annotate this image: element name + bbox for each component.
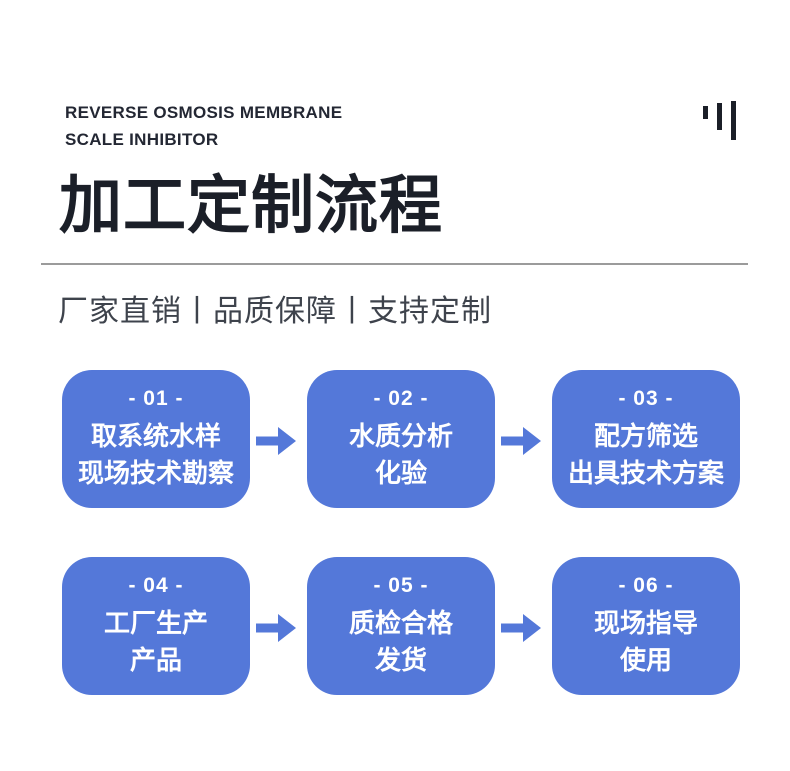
arrow-right-icon (501, 427, 541, 455)
divider-line (41, 263, 748, 265)
step-card-02: - 02 - 水质分析 化验 (307, 370, 495, 508)
tagline: 厂家直销丨品质保障丨支持定制 (58, 295, 492, 328)
step-line: 产品 (129, 644, 182, 675)
arrow-right-icon (501, 614, 541, 642)
step-line: 取系统水样 (90, 420, 221, 451)
english-subtitle: REVERSE OSMOSIS MEMBRANE SCALE INHIBITOR (65, 99, 342, 153)
step-number: - 04 - (128, 573, 184, 597)
page-title: 加工定制流程 (59, 171, 443, 241)
english-subtitle-line2: SCALE INHIBITOR (65, 130, 219, 149)
step-line: 工厂生产 (103, 607, 208, 638)
step-number: - 02 - (373, 386, 429, 410)
step-line: 发货 (374, 644, 427, 675)
step-number: - 01 - (128, 386, 184, 410)
step-line: 现场指导 (593, 607, 698, 638)
step-line: 配方筛选 (593, 420, 698, 451)
quote-bars-icon (703, 101, 736, 140)
step-line: 出具技术方案 (567, 457, 724, 488)
step-line: 化验 (374, 457, 427, 488)
arrow-right-icon (256, 427, 296, 455)
step-card-03: - 03 - 配方筛选 出具技术方案 (552, 370, 740, 508)
step-card-01: - 01 - 取系统水样 现场技术勘察 (62, 370, 250, 508)
bar-short-icon (703, 106, 708, 119)
arrow-right-icon (256, 614, 296, 642)
step-card-04: - 04 - 工厂生产 产品 (62, 557, 250, 695)
bar-medium-icon (717, 103, 722, 130)
step-line: 使用 (619, 644, 672, 675)
step-number: - 06 - (618, 573, 674, 597)
step-number: - 05 - (373, 573, 429, 597)
step-line: 质检合格 (348, 607, 453, 638)
english-subtitle-line1: REVERSE OSMOSIS MEMBRANE (65, 103, 343, 122)
step-card-05: - 05 - 质检合格 发货 (307, 557, 495, 695)
step-number: - 03 - (618, 386, 674, 410)
bar-tall-icon (731, 101, 736, 140)
step-card-06: - 06 - 现场指导 使用 (552, 557, 740, 695)
step-line: 水质分析 (348, 420, 453, 451)
step-line: 现场技术勘察 (77, 457, 234, 488)
